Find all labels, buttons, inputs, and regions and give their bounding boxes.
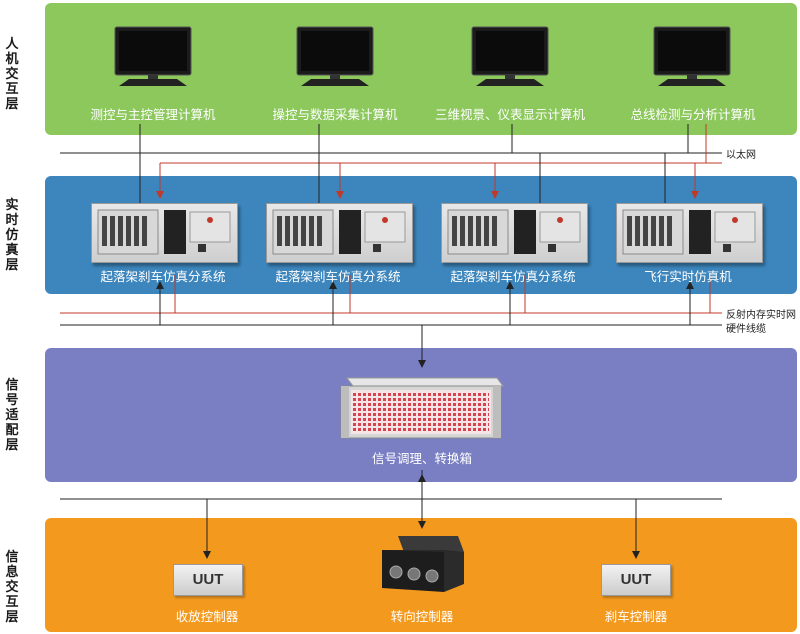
simulator-2-label: 起落架刹车仿真分系统 (275, 269, 401, 284)
signal-box-label: 信号调理、转换箱 (371, 451, 473, 466)
layer-label-signal: 信号适配层 (5, 378, 19, 453)
device-1-label: 收放控制器 (175, 609, 239, 624)
device-3-uut-box: UUT (601, 564, 671, 596)
computer-1-label: 测控与主控管理计算机 (90, 107, 216, 122)
simulator-1-rack (91, 203, 238, 263)
layer-label-info: 信息交互层 (5, 550, 19, 625)
layer-label-hmi: 人机交互层 (5, 37, 19, 112)
simulator-3-label: 起落架刹车仿真分系统 (450, 269, 576, 284)
computer-4-monitor (653, 26, 731, 86)
computer-2-label: 操控与数据采集计算机 (272, 107, 398, 122)
simulator-2-rack (266, 203, 413, 263)
steering-controller-image (382, 536, 464, 592)
computer-3-label: 三维视景、仪表显示计算机 (434, 107, 586, 122)
device-2-label: 转向控制器 (390, 609, 454, 624)
simulator-3-rack (441, 203, 588, 263)
reflective-memory-label: 反射内存实时网 (726, 310, 796, 321)
simulator-1-label: 起落架刹车仿真分系统 (100, 269, 226, 284)
layer-label-realtime: 实时仿真层 (5, 198, 19, 273)
ethernet-label: 以太网 (726, 150, 756, 161)
computer-1-monitor (114, 26, 192, 86)
hardware-cable-label: 硬件线缆 (726, 324, 766, 335)
computer-4-label: 总线检测与分析计算机 (630, 107, 756, 122)
signal-box-image (340, 377, 504, 439)
simulator-4-label: 飞行实时仿真机 (644, 269, 732, 284)
device-1-uut-box: UUT (173, 564, 243, 596)
device-3-label: 刹车控制器 (604, 609, 668, 624)
computer-2-monitor (296, 26, 374, 86)
simulator-4-rack (616, 203, 763, 263)
computer-3-monitor (471, 26, 549, 86)
